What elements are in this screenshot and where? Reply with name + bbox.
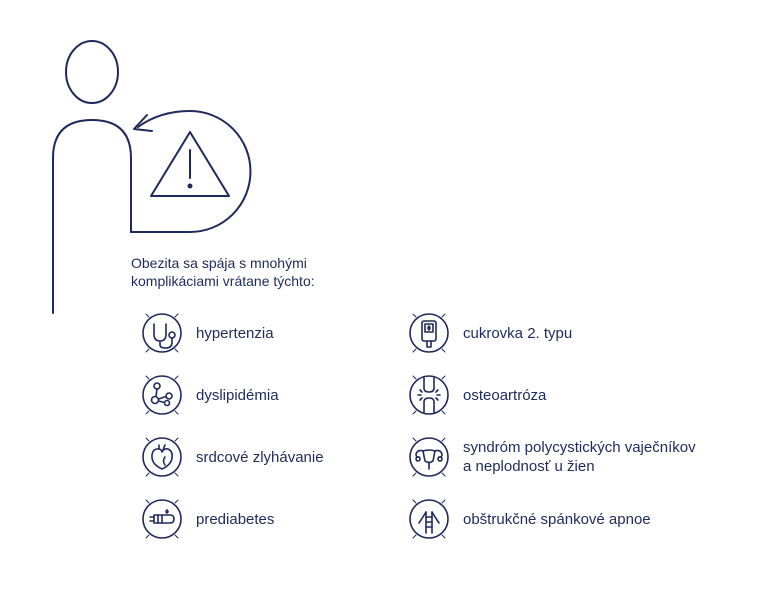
circular-arrow xyxy=(130,110,252,233)
intro-line-1: Obezita sa spája s mnohými xyxy=(131,255,307,271)
complication-item-sleep-apnea: obštrukčné spánkové apnoe xyxy=(403,493,651,545)
stethoscope-icon xyxy=(142,313,182,353)
complication-item-pcos-infertility: syndróm polycystických vaječníkov a nepl… xyxy=(403,431,696,483)
item-label-line-2: a neplodnosť u žien xyxy=(463,458,595,475)
arrow-head xyxy=(133,114,153,132)
complication-item-osteoarthritis: osteoartróza xyxy=(403,369,546,421)
item-label: obštrukčné spánkové apnoe xyxy=(463,510,651,528)
complication-item-prediabetes: prediabetes xyxy=(136,493,274,545)
glucose-meter-icon xyxy=(409,313,449,353)
uterus-icon xyxy=(409,437,449,477)
warning-icon xyxy=(150,131,230,197)
airway-icon xyxy=(409,499,449,539)
molecule-icon xyxy=(142,375,182,415)
item-label-line-1: syndróm polycystických vaječníkov xyxy=(463,439,696,456)
complication-item-hypertension: hypertenzia xyxy=(136,307,274,359)
person-head xyxy=(65,40,119,104)
intro-text: Obezita sa spája s mnohými komplikáciami… xyxy=(131,254,431,290)
item-label: srdcové zlyhávanie xyxy=(196,448,324,466)
complication-item-type-2-diabetes: cukrovka 2. typu xyxy=(403,307,572,359)
heart-icon xyxy=(142,437,182,477)
item-label: dyslipidémia xyxy=(196,386,279,404)
complication-item-dyslipidemia: dyslipidémia xyxy=(136,369,279,421)
item-label: prediabetes xyxy=(196,510,275,528)
finger-prick-icon xyxy=(142,499,182,539)
knee-joint-icon xyxy=(409,375,449,415)
complication-item-heart-failure: srdcové zlyhávanie xyxy=(136,431,324,483)
intro-line-2: komplikáciami vrátane týchto: xyxy=(131,273,315,289)
item-label: osteoartróza xyxy=(463,386,547,404)
item-label: cukrovka 2. typu xyxy=(463,324,573,342)
person-body xyxy=(52,119,132,314)
item-label: hypertenzia xyxy=(196,324,274,342)
